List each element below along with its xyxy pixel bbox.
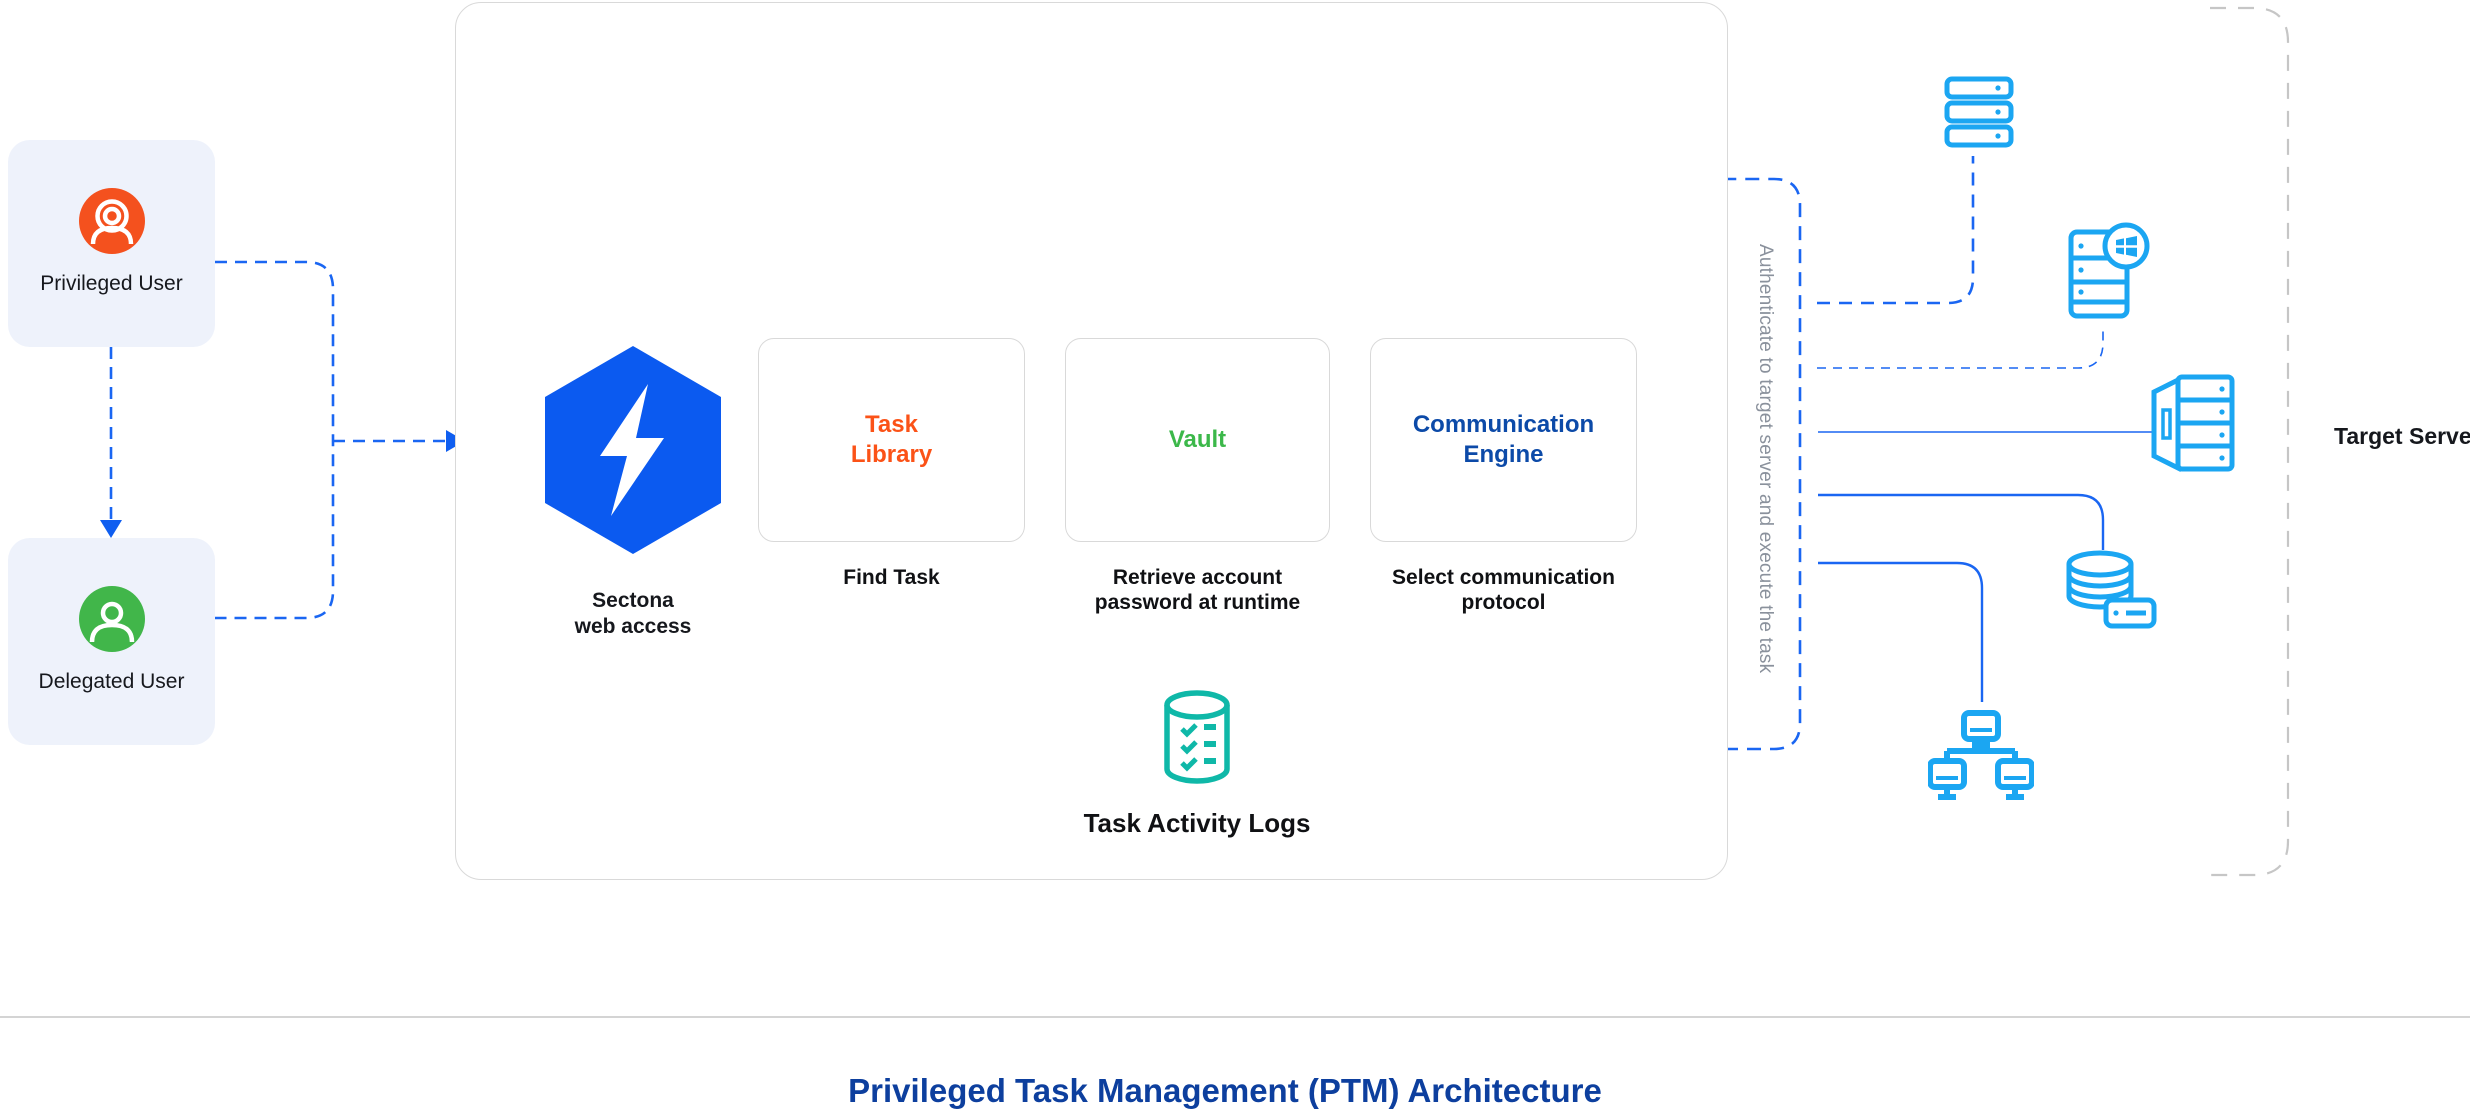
sectona-hexagon-bolt-icon xyxy=(545,346,721,554)
gateway-label: Sectona web access xyxy=(574,589,692,638)
task-library-caption: Find Task xyxy=(843,566,940,589)
task-library-box: Task Library xyxy=(758,338,1025,542)
vault-box: Vault xyxy=(1065,338,1330,542)
privileged-user-icon xyxy=(78,188,145,254)
database-checklist-icon xyxy=(1160,690,1234,788)
delegated-user-card: Delegated User xyxy=(8,538,215,745)
communication-engine-title: Communication Engine xyxy=(1412,411,1595,468)
task-activity-logs-label: Task Activity Logs xyxy=(1083,808,1311,838)
rack-server-icon xyxy=(1944,76,2014,150)
delegated-user-label: Delegated User xyxy=(38,670,185,693)
target-server-label: Target Server xyxy=(2334,423,2470,449)
vault-caption: Retrieve account password at runtime xyxy=(1094,566,1301,614)
privileged-user-label: Privileged User xyxy=(40,272,183,295)
task-library-title: Task Library xyxy=(850,411,933,468)
authenticate-note: Authenticate to target server and execut… xyxy=(1755,244,1776,674)
tower-server-icon xyxy=(2150,374,2236,474)
delegated-user-icon xyxy=(78,586,145,652)
vault-title: Vault xyxy=(1168,426,1227,453)
divider xyxy=(0,1016,2470,1018)
windows-server-icon xyxy=(2068,220,2152,322)
page-title: Privileged Task Management (PTM) Archite… xyxy=(848,1072,1602,1109)
communication-engine-caption: Select communication protocol xyxy=(1392,566,1615,614)
privileged-user-card: Privileged User xyxy=(8,140,215,347)
workstation-network-icon xyxy=(1928,710,2034,802)
communication-engine-box: Communication Engine xyxy=(1370,338,1637,542)
database-server-icon xyxy=(2064,550,2158,630)
